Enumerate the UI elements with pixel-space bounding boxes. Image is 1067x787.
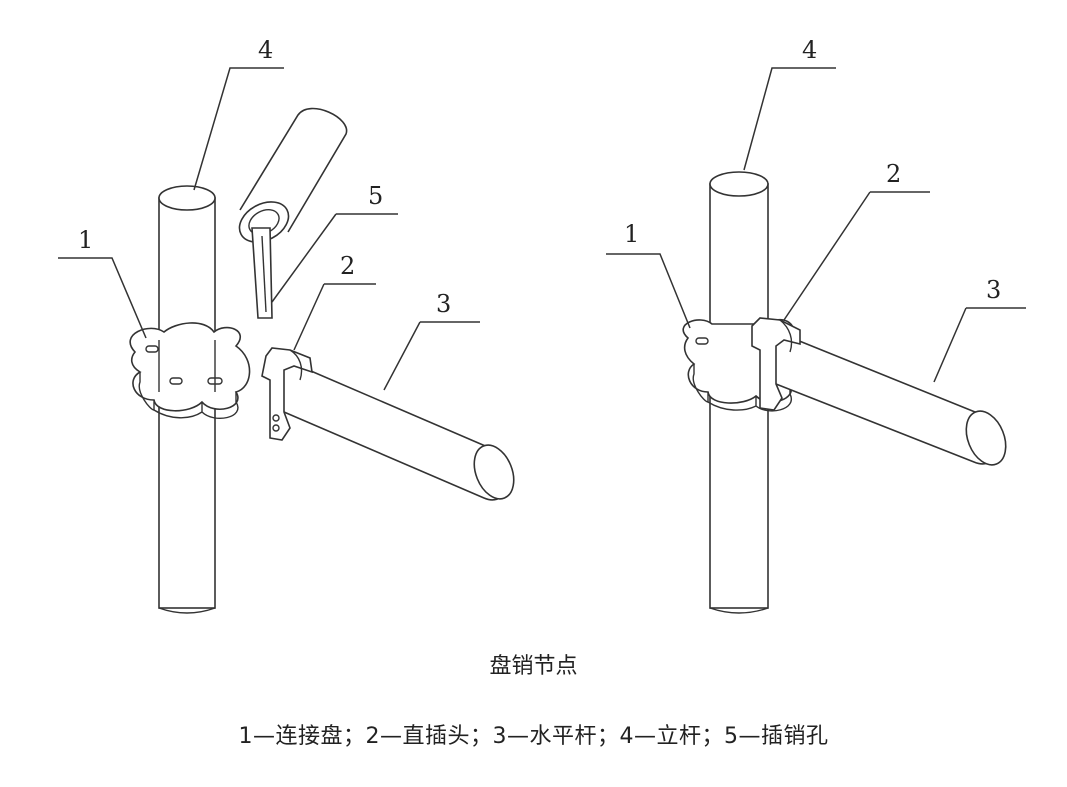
left-label-2: 2: [340, 252, 355, 280]
right-label-1: 1: [624, 220, 639, 248]
left-label-5: 5: [368, 182, 383, 210]
figure-caption: 盘销节点: [489, 654, 578, 679]
left-label-1: 1: [78, 226, 93, 254]
right-horizontal-bar: [751, 317, 1007, 466]
left-connection-disk: [129, 322, 251, 419]
right-label-4: 4: [802, 36, 817, 64]
figure-legend: 1—连接盘；2—直插头；3—水平杆；4—立杆；5—插销孔: [238, 724, 829, 749]
left-label-3: 3: [436, 290, 451, 318]
left-horizontal-bar: [261, 347, 515, 501]
left-upper-pipe: [238, 107, 348, 319]
right-figure: 1 2 3 4: [606, 36, 1026, 614]
right-label-2: 2: [886, 160, 901, 188]
left-figure: 1 2 3 4 5: [58, 36, 515, 614]
disk-pin-joint-diagram: 1 2 3 4 5 1: [58, 36, 1026, 614]
right-label-3: 3: [986, 276, 1001, 304]
left-label-4: 4: [258, 36, 273, 64]
